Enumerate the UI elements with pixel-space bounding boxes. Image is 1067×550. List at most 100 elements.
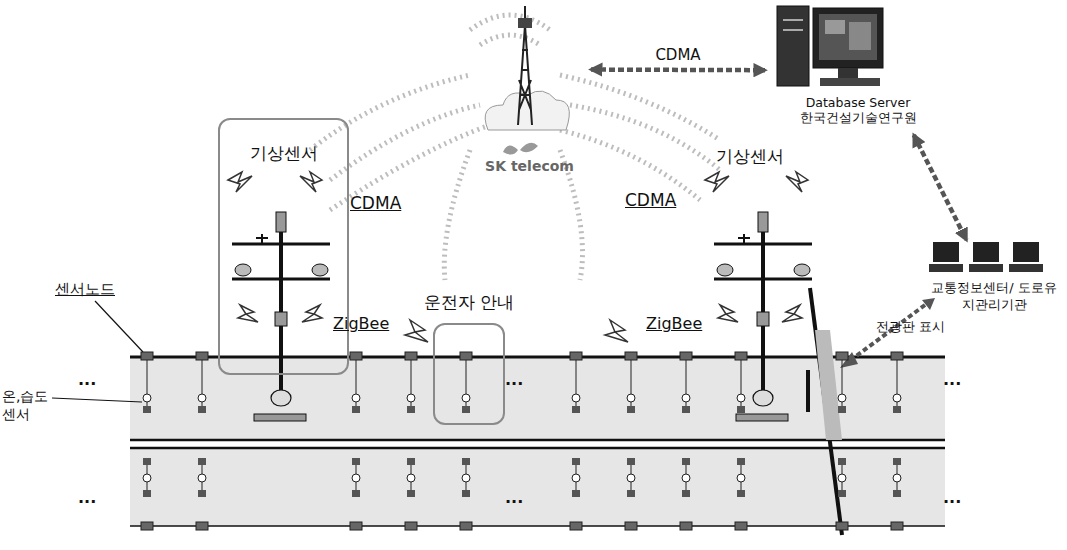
humidity-sensor xyxy=(737,394,745,402)
sensor-block xyxy=(407,490,415,497)
continuation-dots: ... xyxy=(505,370,523,389)
humidity-sensor xyxy=(198,474,206,482)
weather-pole xyxy=(232,212,330,421)
label: ZigBee xyxy=(333,314,389,333)
sensor-node xyxy=(350,352,362,360)
signal-bolt xyxy=(228,172,808,342)
continuation-dots: ... xyxy=(943,488,961,507)
sensor-block xyxy=(737,406,745,413)
sensor-block xyxy=(407,406,415,413)
sign-pole xyxy=(808,288,842,535)
weather-pole xyxy=(714,212,812,421)
sensor-node xyxy=(350,522,362,530)
humidity-sensor xyxy=(893,474,901,482)
road-divider xyxy=(130,439,945,442)
road-edge xyxy=(130,525,945,527)
sensor-node xyxy=(405,352,417,360)
node-text: 기상센서 xyxy=(220,142,347,165)
sensor-block xyxy=(893,458,901,465)
sensor-block xyxy=(352,490,360,497)
sensor-block xyxy=(352,406,360,413)
sensor-block xyxy=(682,406,690,413)
sensor-node xyxy=(460,352,472,360)
sensor-block xyxy=(838,490,846,497)
sensor-block xyxy=(838,406,846,413)
sensor-block xyxy=(462,490,470,497)
sensor-block xyxy=(737,458,745,465)
sensor-node xyxy=(141,352,153,360)
humidity-sensor xyxy=(682,474,690,482)
wireless-wave xyxy=(310,15,720,280)
sensor-block xyxy=(572,406,580,413)
humidity-sensor xyxy=(198,394,206,402)
humidity-sensor xyxy=(143,394,151,402)
sensor-block xyxy=(893,406,901,413)
sensor-block xyxy=(198,406,206,413)
sensor-node xyxy=(405,522,417,530)
sensor-node xyxy=(625,522,637,530)
sensor-node xyxy=(625,352,637,360)
node-text: SK telecom xyxy=(468,158,591,174)
sensor-row xyxy=(141,352,903,530)
weather-box: 기상센서 xyxy=(218,118,349,375)
leader-line xyxy=(95,301,143,352)
label: CDMA xyxy=(625,190,676,210)
traffic-center: 교통정보센터/ 도로유지관리기관 xyxy=(925,240,1063,318)
humidity-sensor xyxy=(407,394,415,402)
humidity-sensor xyxy=(143,474,151,482)
sensor-block xyxy=(627,490,635,497)
humidity-sensor xyxy=(838,474,846,482)
sensor-block xyxy=(407,458,415,465)
driver-box: 운전자 안내 xyxy=(433,323,505,425)
sensor-block xyxy=(462,458,470,465)
database-server: Database Server한국건설기술연구원 xyxy=(765,0,951,135)
sensor-block xyxy=(893,490,901,497)
humidity-sensor xyxy=(462,394,470,402)
label: ZigBee xyxy=(646,314,702,333)
sensor-node xyxy=(735,352,747,360)
sensor-block xyxy=(682,458,690,465)
sensor-node xyxy=(141,522,153,530)
sensor-node xyxy=(570,352,582,360)
sensor-block xyxy=(737,490,745,497)
sensor-node xyxy=(570,522,582,530)
humidity-sensor xyxy=(352,394,360,402)
continuation-dots: ... xyxy=(78,370,96,389)
sensor-block xyxy=(627,458,635,465)
humidity-sensor xyxy=(838,394,846,402)
humidity-sensor xyxy=(627,474,635,482)
sensor-block xyxy=(143,406,151,413)
sensor-block xyxy=(143,490,151,497)
sensor-node xyxy=(680,352,692,360)
road-lane xyxy=(130,448,945,526)
sensor-node xyxy=(196,522,208,530)
sensor-node xyxy=(735,522,747,530)
sensor-node xyxy=(680,522,692,530)
sensor-block xyxy=(143,458,151,465)
label: 센서노드 xyxy=(55,280,115,299)
label: CDMA xyxy=(350,193,401,213)
arrowhead xyxy=(922,298,935,310)
sensor-block xyxy=(682,490,690,497)
sensor-node xyxy=(196,352,208,360)
sensor-node xyxy=(836,352,848,360)
node-text: 한국건설기술연구원 xyxy=(765,110,951,127)
dashed-connector xyxy=(914,135,967,240)
sensor-block xyxy=(627,406,635,413)
sensor-block xyxy=(572,490,580,497)
node-text: Database Server xyxy=(765,95,951,110)
sensor-block xyxy=(462,406,470,413)
humidity-sensor xyxy=(572,474,580,482)
sensor-block xyxy=(838,458,846,465)
humidity-sensor xyxy=(893,394,901,402)
telecom-tower: SK telecom xyxy=(468,0,591,188)
humidity-sensor xyxy=(737,474,745,482)
node-text: 운전자 안내 xyxy=(424,291,514,314)
edge-label: CDMA xyxy=(655,46,700,64)
label: 기상센서 xyxy=(716,145,784,168)
humidity-sensor xyxy=(682,394,690,402)
road-divider xyxy=(130,447,945,450)
